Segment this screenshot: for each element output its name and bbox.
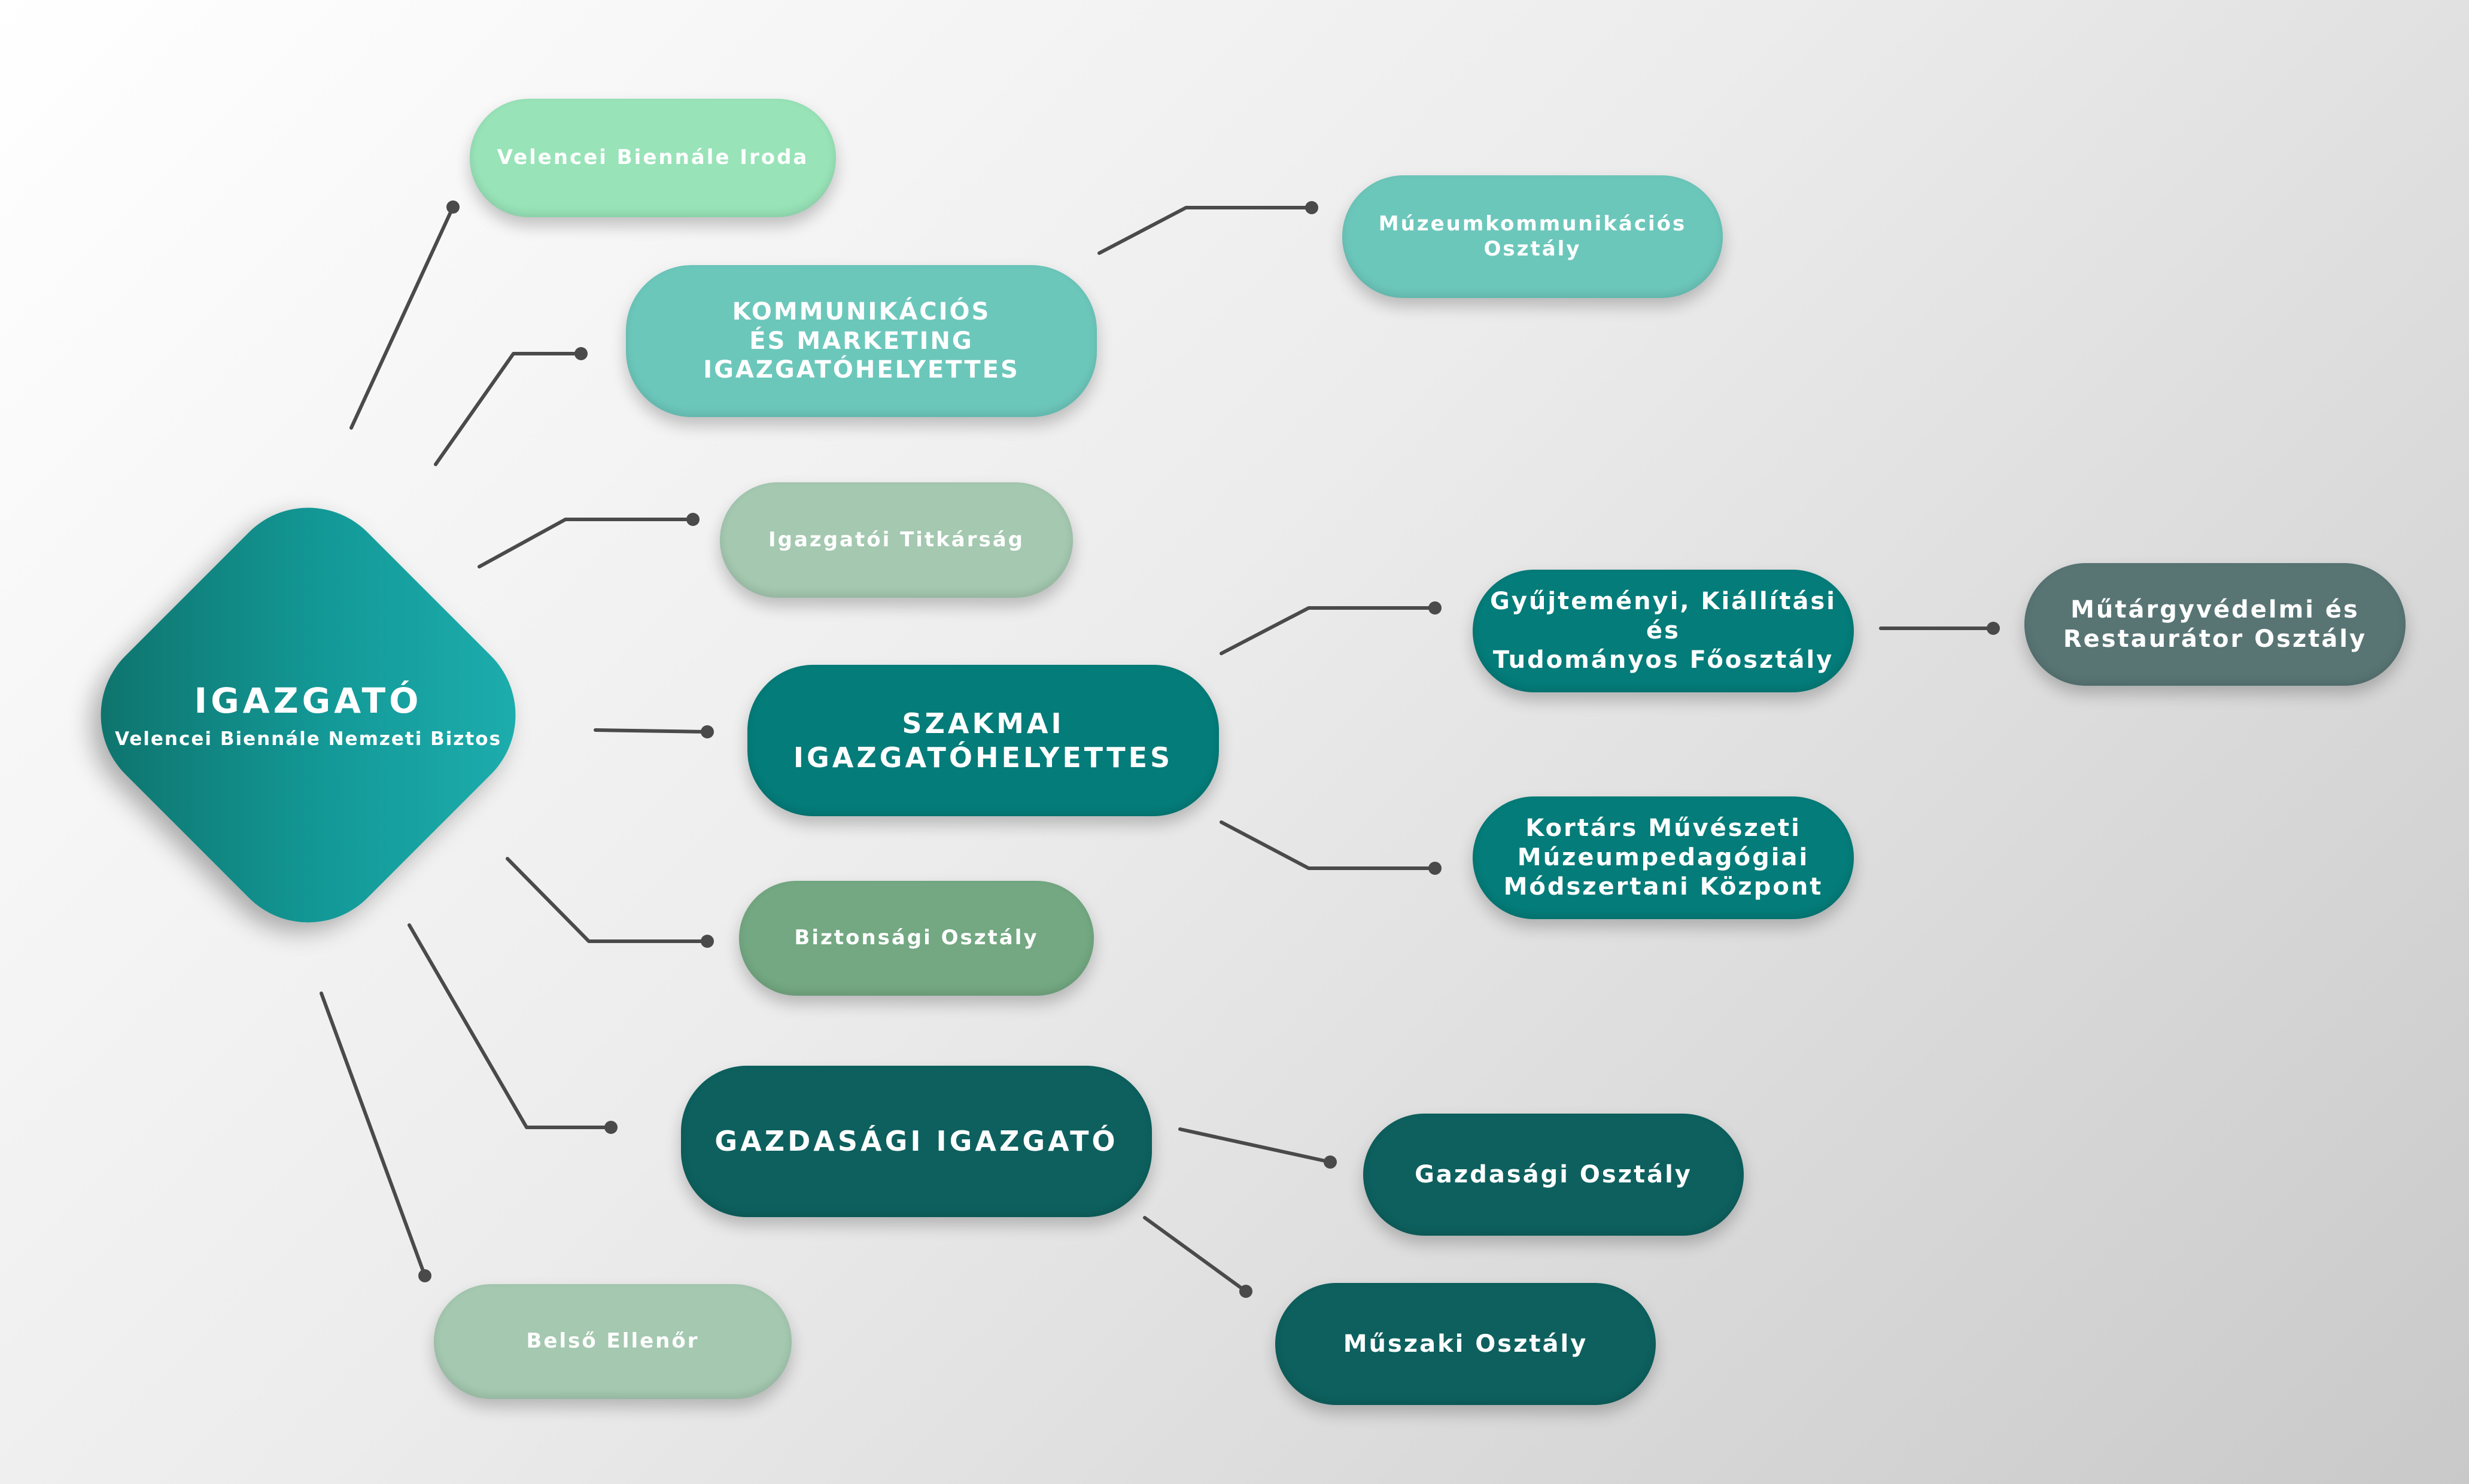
node-belso-ellenor[interactable]: Belső Ellenőr <box>434 1284 792 1399</box>
node-label: Műszaki Osztály <box>1343 1330 1588 1358</box>
node-label: Biztonsági Osztály <box>794 926 1039 950</box>
node-label-line: SZAKMAI <box>902 707 1065 740</box>
connector-szakmai-kortars <box>1220 820 1437 870</box>
node-label-line: Osztály <box>1483 236 1582 261</box>
root-title: IGAZGATÓ <box>194 680 422 721</box>
node-label-line: IGAZGATÓHELYETTES <box>793 741 1173 774</box>
connector-dot <box>1324 1155 1337 1169</box>
node-label: Velencei Biennále Iroda <box>497 145 809 170</box>
connector-root-iroda <box>349 205 455 430</box>
node-label-line: IGAZGATÓHELYETTES <box>703 356 1020 384</box>
connector-dot <box>418 1269 431 1282</box>
node-mutargyvedelmi-osztaly[interactable]: Műtárgyvédelmi és Restaurátor Osztály <box>2024 563 2406 686</box>
connector-dot <box>1305 201 1318 214</box>
node-biztonsagi-osztaly[interactable]: Biztonsági Osztály <box>739 881 1094 996</box>
connector-dot <box>1428 601 1442 615</box>
node-muszaki-osztaly[interactable]: Műszaki Osztály <box>1275 1283 1656 1405</box>
root-node[interactable]: IGAZGATÓ Velencei Biennále Nemzeti Bizto… <box>66 473 551 957</box>
node-label-line: Restaurátor Osztály <box>2063 625 2367 653</box>
node-label: Gazdasági Osztály <box>1415 1160 1692 1188</box>
connector-root-titkarsag <box>478 518 695 568</box>
connector-dot <box>1428 862 1442 875</box>
connector-gazd-muszaki <box>1143 1216 1248 1293</box>
node-muzeumkommunikacios-osztaly[interactable]: Múzeumkommunikációs Osztály <box>1342 175 1723 298</box>
connector-dot <box>446 200 460 214</box>
connector-dot <box>1239 1285 1252 1298</box>
node-velencei-biennale-iroda[interactable]: Velencei Biennále Iroda <box>470 99 836 217</box>
node-label: GAZDASÁGI IGAZGATÓ <box>714 1125 1118 1158</box>
node-kommunikacios-marketing[interactable]: KOMMUNIKÁCIÓS ÉS MARKETING IGAZGATÓHELYE… <box>626 265 1097 417</box>
node-label-line: Múzeumpedagógiai <box>1517 844 1810 872</box>
connector-dot <box>1987 622 2000 635</box>
node-label-line: Műtárgyvédelmi és <box>2070 595 2359 624</box>
node-label-line: Módszertani Központ <box>1503 872 1823 901</box>
connector-root-belso <box>320 992 427 1278</box>
node-label-line: Gyűjteményi, Kiállítási és <box>1490 588 1836 645</box>
connector-gazd-osztaly <box>1178 1127 1332 1164</box>
node-label: Belső Ellenőr <box>526 1329 700 1354</box>
node-label-line: Tudományos Főosztály <box>1492 646 1834 674</box>
connector-dot <box>604 1121 618 1134</box>
node-label-line: KOMMUNIKÁCIÓS <box>732 297 991 326</box>
node-label-line: ÉS MARKETING <box>749 327 974 355</box>
node-gazdasagi-osztaly[interactable]: Gazdasági Osztály <box>1363 1114 1744 1236</box>
node-gazdasagi-igazgato[interactable]: GAZDASÁGI IGAZGATÓ <box>681 1066 1152 1217</box>
root-subtitle: Velencei Biennále Nemzeti Biztos <box>114 728 502 750</box>
node-igazgatoi-titkarsag[interactable]: Igazgatói Titkárság <box>720 482 1073 598</box>
node-label-line: Kortárs Művészeti <box>1525 814 1801 843</box>
root-label: IGAZGATÓ Velencei Biennále Nemzeti Bizto… <box>66 473 551 957</box>
node-label: Igazgatói Titkárság <box>768 527 1025 552</box>
connector-szakmai-gyujtemenyi <box>1220 606 1437 655</box>
connector-root-szakmai <box>594 728 709 734</box>
node-gyujtemenyi-foosztaly[interactable]: Gyűjteményi, Kiállítási és Tudományos Fő… <box>1473 570 1854 692</box>
connector-dot <box>574 347 588 360</box>
connector-komm-muzeum <box>1097 206 1313 255</box>
connector-dot <box>701 935 714 948</box>
connector-dot <box>701 725 714 738</box>
connector-root-kommunikacios <box>434 352 583 466</box>
connector-root-biztonsagi <box>506 857 709 943</box>
connector-root-gazdasagi <box>408 923 613 1129</box>
node-szakmai-igazgatohelyettes[interactable]: SZAKMAI IGAZGATÓHELYETTES <box>747 665 1219 816</box>
node-kortars-muveszeti-kozpont[interactable]: Kortárs Művészeti Múzeumpedagógiai Módsz… <box>1473 796 1854 919</box>
connector-dot <box>686 513 700 526</box>
node-label-line: Múzeumkommunikációs <box>1378 212 1687 236</box>
